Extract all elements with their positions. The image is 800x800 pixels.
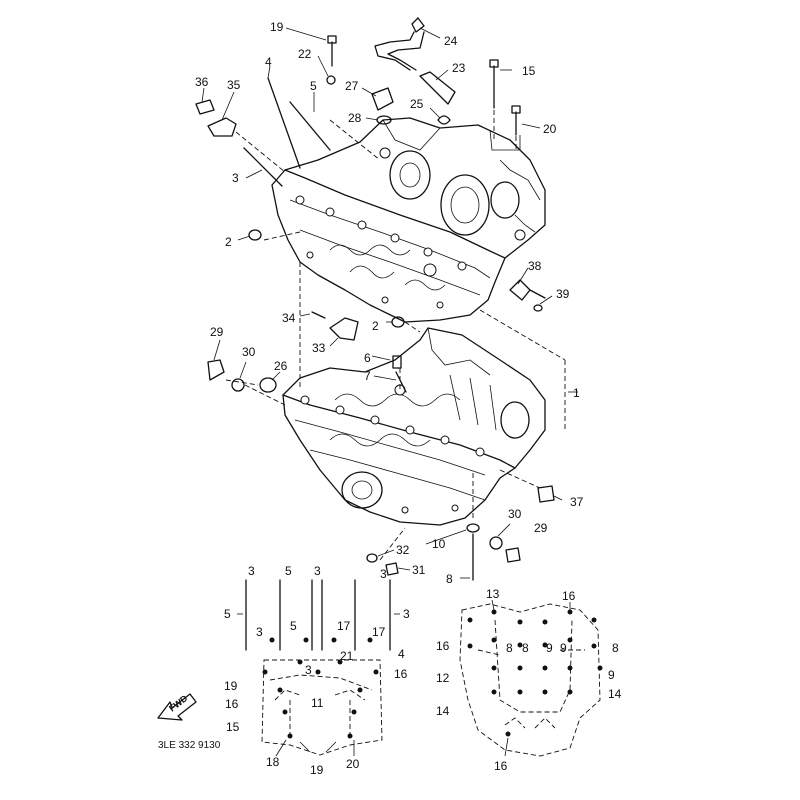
callout-label: 37 [570, 495, 584, 509]
callout-label: 18 [266, 755, 280, 769]
callout-label: 14 [436, 704, 450, 718]
callout-label: 8 [612, 641, 619, 655]
callout-label: 3 [305, 663, 312, 677]
callout-label: 21 [340, 649, 354, 663]
diagram-code: 3LE 332 9130 [158, 740, 221, 751]
callout-label: 17 [337, 619, 351, 633]
callout-label: 30 [508, 507, 522, 521]
callout-label: 20 [543, 122, 557, 136]
leader-lines [201, 27, 578, 579]
callout-label: 19 [224, 679, 238, 693]
callout-label: 9 [560, 641, 567, 655]
callout-label: 16 [562, 589, 576, 603]
callout-label: 10 [432, 537, 446, 551]
callout-label: 3 [380, 567, 387, 581]
callout-label: 9 [546, 641, 553, 655]
fwd-arrow-icon: FWD [157, 693, 197, 721]
callout-label: 16 [225, 697, 239, 711]
callout-label: 1 [573, 386, 580, 400]
callout-label: 12 [436, 671, 450, 685]
callout-label: 2 [372, 319, 379, 333]
bolt-pattern-right [459, 599, 603, 757]
callout-label: 9 [608, 668, 615, 682]
callout-label: 3 [232, 171, 239, 185]
callout-label: 4 [265, 55, 272, 69]
callout-label: 22 [298, 47, 312, 61]
callout-label: 5 [290, 619, 297, 633]
callout-label: 16 [494, 759, 508, 773]
callout-label: 19 [270, 20, 284, 34]
callout-label: 5 [224, 607, 231, 621]
callout-label: 5 [285, 564, 292, 578]
callout-labels: 19 24 22 23 15 4 5 27 36 35 25 28 20 3 2… [158, 20, 622, 777]
callout-label: 5 [310, 79, 317, 93]
callout-label: 30 [242, 345, 256, 359]
callout-label: 3 [256, 625, 263, 639]
callout-label: 23 [452, 61, 466, 75]
callout-label: 38 [528, 259, 542, 273]
callout-label: 29 [534, 521, 548, 535]
callout-label: 8 [522, 641, 529, 655]
callout-label: 36 [195, 75, 209, 89]
callout-label: 14 [608, 687, 622, 701]
callout-label: 8 [446, 572, 453, 586]
callout-label: 17 [372, 625, 386, 639]
callout-label: 3 [403, 607, 410, 621]
callout-label: 26 [274, 359, 288, 373]
callout-label: 31 [412, 563, 426, 577]
callout-label: 3 [248, 564, 255, 578]
callout-label: 19 [310, 763, 324, 777]
callout-label: 24 [444, 34, 458, 48]
callout-label: 16 [394, 667, 408, 681]
callout-label: 28 [348, 111, 362, 125]
callout-label: 34 [282, 311, 296, 325]
bolt-pattern-left [237, 579, 400, 757]
callout-label: 15 [522, 64, 536, 78]
callout-label: 27 [345, 79, 359, 93]
callout-label: 15 [226, 720, 240, 734]
callout-label: 32 [396, 543, 410, 557]
callout-label: 6 [364, 351, 371, 365]
callout-label: 35 [227, 78, 241, 92]
callout-label: 13 [486, 587, 500, 601]
callout-label: 20 [346, 757, 360, 771]
callout-label: 29 [210, 325, 224, 339]
callout-label: 33 [312, 341, 326, 355]
callout-label: 2 [225, 235, 232, 249]
callout-label: 3 [314, 564, 321, 578]
fwd-label: FWD [167, 693, 190, 714]
callout-label: 8 [506, 641, 513, 655]
callout-label: 39 [556, 287, 570, 301]
callout-label: 4 [398, 647, 405, 661]
callout-label: 7 [364, 369, 371, 383]
lower-crankcase [282, 327, 546, 526]
callout-label: 11 [311, 696, 324, 710]
callout-label: 16 [436, 639, 450, 653]
upper-crankcase [271, 117, 546, 323]
callout-label: 25 [410, 97, 424, 111]
small-parts [195, 17, 555, 581]
